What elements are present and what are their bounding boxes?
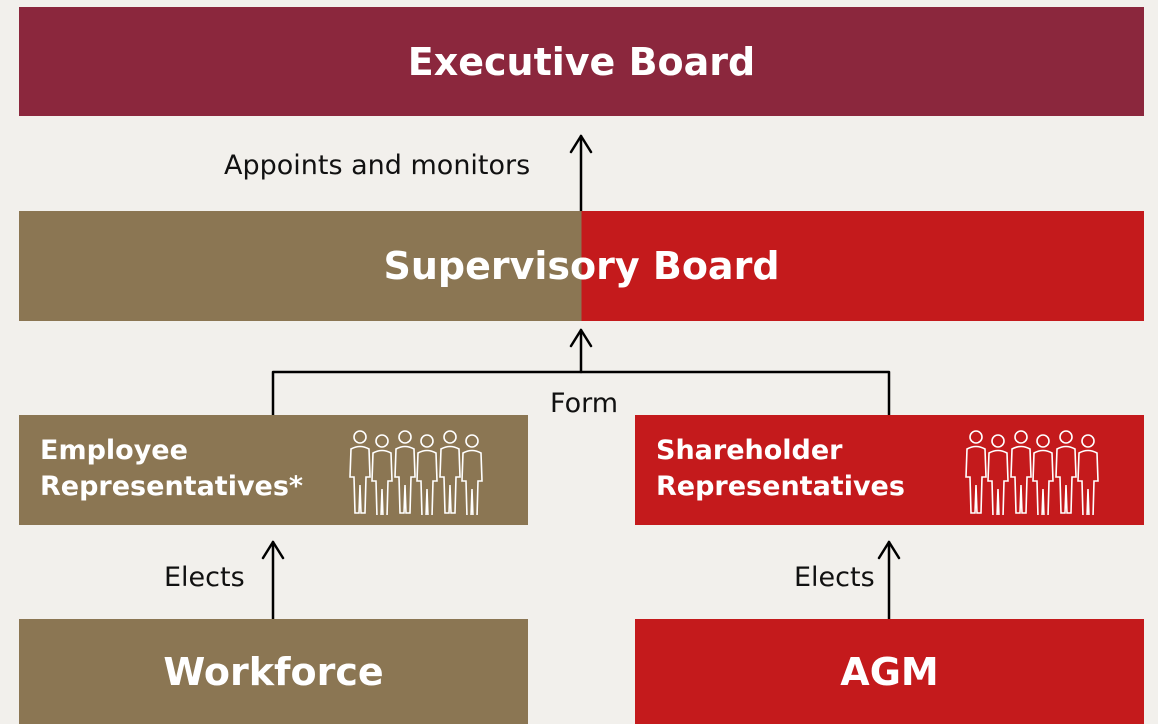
- executive-board-label: Executive Board: [407, 39, 756, 84]
- people-group-icon: [349, 430, 483, 515]
- shareholder-representatives-box: Shareholder Representatives: [635, 415, 1144, 525]
- elects-label-left: Elects: [164, 562, 245, 593]
- supervisory-board-box: Supervisory Board: [19, 211, 1144, 321]
- people-group-icon: [965, 430, 1099, 515]
- executive-board-box: Executive Board: [19, 7, 1144, 116]
- workforce-box: Workforce: [19, 619, 528, 724]
- appoints-label: Appoints and monitors: [224, 150, 531, 181]
- shareholder-representatives-label: Shareholder Representatives: [656, 435, 905, 502]
- agm-label: AGM: [840, 649, 939, 694]
- employee-representatives-label: Employee Representatives*: [40, 435, 304, 502]
- elects-label-right: Elects: [794, 562, 875, 593]
- agm-box: AGM: [635, 619, 1144, 724]
- employee-representatives-box: Employee Representatives*: [19, 415, 528, 525]
- workforce-label: Workforce: [163, 649, 384, 694]
- form-label: Form: [550, 388, 619, 419]
- supervisory-board-label: Supervisory Board: [383, 244, 780, 288]
- form-bracket: [271, 370, 891, 417]
